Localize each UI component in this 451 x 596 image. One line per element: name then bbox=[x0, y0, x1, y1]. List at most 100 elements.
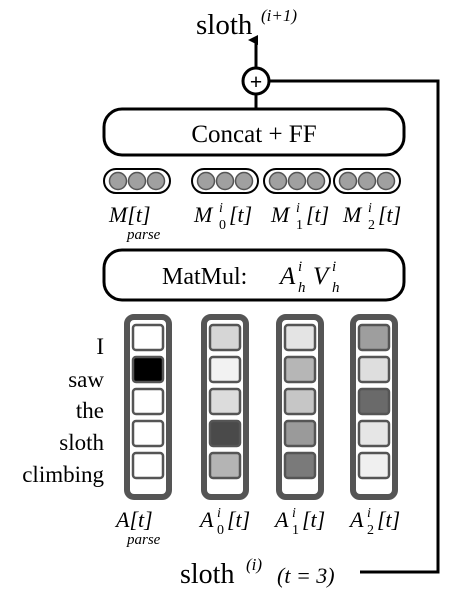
attention-cell bbox=[208, 355, 242, 384]
attention-cell bbox=[357, 387, 391, 416]
word-2: the bbox=[76, 398, 104, 423]
attention-cell bbox=[357, 451, 391, 480]
attention-label-0-sub: 0 bbox=[217, 523, 224, 538]
memory-dot bbox=[376, 171, 396, 191]
attention-cell bbox=[131, 323, 165, 352]
attention-label-2: A i 2 [t] bbox=[348, 506, 400, 538]
concat-ff-rect bbox=[102, 107, 406, 157]
matmul-v-sup: i bbox=[332, 259, 336, 275]
memory-label-2: M i 2 [t] bbox=[342, 201, 401, 233]
plus-symbol: + bbox=[250, 69, 263, 94]
word-1: saw bbox=[68, 367, 104, 392]
word-4: climbing bbox=[22, 462, 104, 487]
memory-vector-2 bbox=[263, 168, 331, 194]
memory-label-2-suffix: [t] bbox=[378, 202, 401, 227]
word-3: sloth bbox=[59, 430, 104, 455]
matmul-rect bbox=[102, 248, 406, 302]
memory-dot bbox=[357, 171, 377, 191]
memory-label-1-sup: i bbox=[296, 201, 300, 216]
matmul-a-sub: h bbox=[298, 280, 306, 296]
matmul-v: V bbox=[313, 263, 331, 290]
attention-label-1-suffix: [t] bbox=[302, 507, 325, 532]
memory-label-0-main: M bbox=[193, 202, 214, 227]
attention-cell bbox=[283, 387, 317, 416]
word-0: I bbox=[96, 334, 104, 359]
memory-label-0-suffix: [t] bbox=[229, 202, 252, 227]
attention-cell bbox=[131, 355, 165, 384]
memory-dot bbox=[268, 171, 288, 191]
attention-column-0 bbox=[124, 314, 172, 500]
attention-cell bbox=[357, 419, 391, 448]
memory-dot bbox=[127, 171, 147, 191]
concat-ff-box: Concat + FF bbox=[102, 107, 406, 157]
attention-labels: A[t] parse A i 0 [t] A i 1 [t] A i 2 [t] bbox=[114, 506, 400, 548]
attention-label-1: A i 1 [t] bbox=[273, 506, 325, 538]
input-label-base: sloth bbox=[180, 559, 234, 590]
attention-cell bbox=[131, 419, 165, 448]
plus-node: + bbox=[241, 66, 271, 96]
attention-label-2-sup: i bbox=[367, 506, 371, 521]
output-label: sloth (i+1) bbox=[196, 6, 297, 41]
memory-label-1-sub: 1 bbox=[296, 218, 303, 233]
memory-label-2-sup: i bbox=[368, 201, 372, 216]
attention-label-2-main: A bbox=[348, 507, 364, 532]
memory-label-0-sub: 0 bbox=[219, 218, 226, 233]
matmul-a-sup: i bbox=[298, 259, 302, 275]
attention-cell bbox=[283, 419, 317, 448]
output-label-base: sloth bbox=[196, 9, 253, 41]
memory-dot bbox=[306, 171, 326, 191]
attention-label-parse-sub: parse bbox=[126, 532, 161, 548]
attention-column-1 bbox=[201, 314, 249, 500]
attention-label-0: A i 0 [t] bbox=[198, 506, 250, 538]
attention-label-0-sup: i bbox=[217, 506, 221, 521]
attention-label-1-main: A bbox=[273, 507, 289, 532]
attention-cell bbox=[283, 451, 317, 480]
matmul-v-sub: h bbox=[332, 280, 340, 296]
memory-label-parse-main: M[t] bbox=[108, 202, 151, 227]
attention-label-parse-main: A[t] bbox=[114, 507, 153, 532]
memory-vectors bbox=[103, 168, 401, 194]
memory-label-2-sub: 2 bbox=[368, 218, 375, 233]
memory-label-parse-sub: parse bbox=[126, 227, 161, 243]
attention-label-parse: A[t] parse bbox=[114, 507, 161, 548]
sentence-words: I saw the sloth climbing bbox=[22, 334, 104, 487]
input-label: sloth (i) (t = 3) bbox=[180, 555, 335, 590]
concat-ff-label: Concat + FF bbox=[191, 121, 316, 148]
memory-label-1: M i 1 [t] bbox=[270, 201, 329, 233]
attention-label-1-sup: i bbox=[292, 506, 296, 521]
memory-label-1-main: M bbox=[270, 202, 291, 227]
memory-label-2-main: M bbox=[342, 202, 363, 227]
memory-labels: M[t] parse M i 0 [t] M i 1 [t] M i 2 [t] bbox=[108, 201, 401, 243]
memory-dot bbox=[196, 171, 216, 191]
input-label-note: (t = 3) bbox=[277, 563, 335, 588]
memory-vector-1 bbox=[191, 168, 259, 194]
attention-label-2-suffix: [t] bbox=[377, 507, 400, 532]
memory-label-1-suffix: [t] bbox=[306, 202, 329, 227]
output-label-sup: (i+1) bbox=[261, 6, 297, 25]
attention-cell bbox=[131, 387, 165, 416]
memory-dot bbox=[287, 171, 307, 191]
attention-cell bbox=[208, 387, 242, 416]
memory-label-parse: M[t] parse bbox=[108, 202, 161, 243]
attention-cell bbox=[208, 419, 242, 448]
attention-column-2 bbox=[276, 314, 324, 500]
memory-dot bbox=[108, 171, 128, 191]
matmul-a: A bbox=[278, 263, 296, 290]
residual-path bbox=[270, 79, 440, 574]
attention-cell bbox=[283, 323, 317, 352]
attention-cell bbox=[208, 323, 242, 352]
attention-label-0-suffix: [t] bbox=[227, 507, 250, 532]
memory-vector-3 bbox=[333, 168, 401, 194]
memory-dot bbox=[215, 171, 235, 191]
memory-label-0: M i 0 [t] bbox=[193, 201, 252, 233]
attention-cell bbox=[357, 355, 391, 384]
attention-cell bbox=[283, 355, 317, 384]
memory-dot bbox=[146, 171, 166, 191]
memory-label-0-sup: i bbox=[219, 201, 223, 216]
attention-columns bbox=[124, 314, 398, 500]
matmul-box: MatMul: A i h V i h bbox=[102, 248, 406, 302]
memory-dot bbox=[338, 171, 358, 191]
input-label-sup: (i) bbox=[246, 555, 262, 574]
memory-vector-0 bbox=[103, 168, 171, 194]
